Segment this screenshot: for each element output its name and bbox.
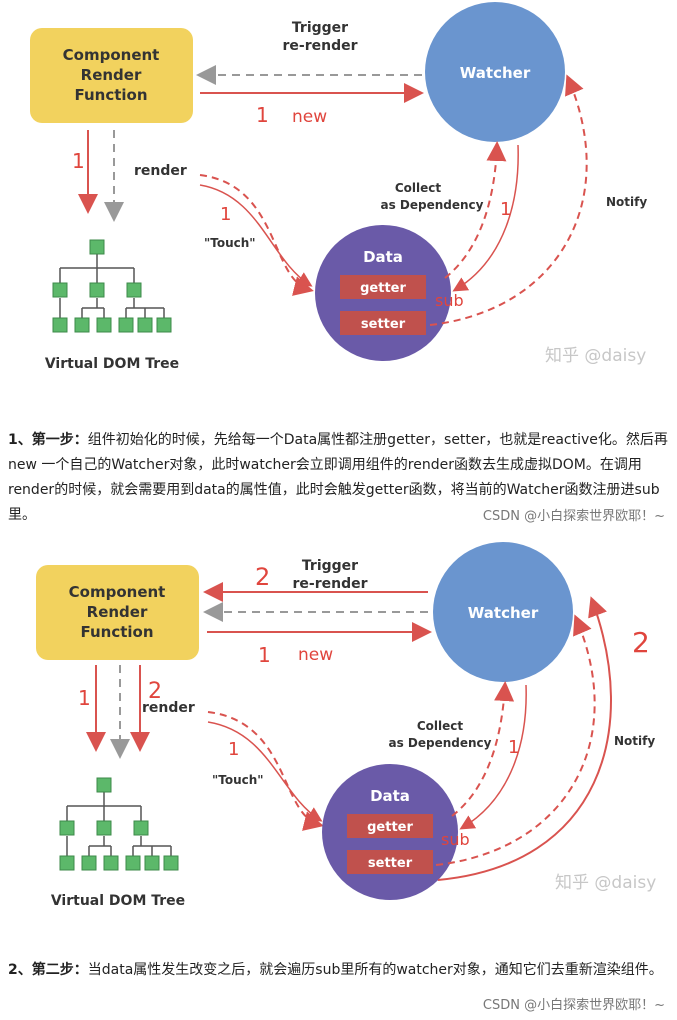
new-label: new [292,107,327,127]
notify-label: Notify [614,734,655,748]
sub-label: sub [435,291,464,310]
notify-arrow [435,614,596,866]
virtual-dom-tree-icon [52,239,172,333]
svg-text:Watcher: Watcher [468,604,539,622]
svg-text:Component: Component [63,46,160,64]
handwritten-mark: 1 [220,204,231,225]
notify-label: Notify [606,195,647,209]
touch-arrow-dashed [207,711,324,831]
render-label: render [134,163,187,179]
notify-arrow-solid [437,596,612,881]
svg-text:Render: Render [87,603,148,621]
handwritten-mark: 1 [508,737,519,758]
collect-dependency-arrow [444,141,507,279]
svg-text:Watcher: Watcher [460,64,531,82]
touch-arrow-dashed [199,174,314,296]
source-credit: CSDN @小白探索世界欧耶！~ [482,509,665,524]
touch-arrow-solid [199,184,313,287]
handwritten-mark: 2 [255,563,270,591]
setter-badge: setter [368,856,413,871]
dependency-label: as Dependency [389,736,492,750]
touch-label: "Touch" [212,773,264,787]
source-credit: CSDN @小白探索世界欧耶！~ [482,998,665,1013]
handwritten-mark: 1 [256,103,269,127]
virtual-dom-tree-icon [59,777,179,871]
watermark: 知乎 @daisy [555,873,656,893]
dependency-label: as Dependency [381,198,484,212]
rerender-label: re-render [293,576,368,592]
caption-step-2: 2、第二步：当data属性发生改变之后，就会遍历sub里所有的watcher对象… [8,962,663,978]
component-render-function-box: Component Render Function [36,565,199,660]
watcher-node: Watcher [433,542,573,682]
touch-label: "Touch" [204,236,256,250]
getter-badge: getter [367,820,413,835]
data-node: Data getter setter [315,225,451,361]
svg-text:Data: Data [370,787,410,805]
svg-text:Component: Component [69,583,166,601]
diagram-step-1: Component Render Function Watcher Trigge… [0,0,677,395]
touch-arrow-solid [207,721,323,822]
collect-solid-arrow [459,684,527,830]
handwritten-mark: 1 [258,643,271,667]
collect-solid-arrow [452,144,519,292]
notify-arrow [429,74,588,326]
virtual-dom-label: Virtual DOM Tree [51,893,185,909]
trigger-label: Trigger [292,20,348,36]
collect-label: Collect [417,719,464,733]
collect-label: Collect [395,181,442,195]
setter-badge: setter [361,317,406,332]
svg-text:Function: Function [74,86,147,104]
handwritten-mark: 2 [148,679,162,704]
getter-badge: getter [360,281,406,296]
component-render-function-box: Component Render Function [30,28,193,123]
diagram-step-2: Component Render Function Watcher Trigge… [0,540,677,940]
handwritten-mark: 1 [228,739,239,760]
rerender-label: re-render [283,38,358,54]
caption-step-1: 1、第一步：组件初始化的时候，先给每一个Data属性都注册getter，sett… [8,432,668,523]
trigger-label: Trigger [302,558,358,574]
svg-text:Render: Render [81,66,142,84]
data-node: Data getter setter [322,764,458,900]
watermark: 知乎 @daisy [545,346,646,366]
watcher-node: Watcher [425,2,565,142]
handwritten-mark: 1 [500,199,511,220]
render-label: render [142,700,195,716]
collect-dependency-arrow [451,681,515,817]
handwritten-mark: 1 [72,149,85,173]
handwritten-mark: 1 [78,686,91,710]
handwritten-mark: 2 [632,626,650,659]
sub-label: sub [441,830,470,849]
svg-text:Data: Data [363,248,403,266]
virtual-dom-label: Virtual DOM Tree [45,356,179,372]
svg-text:Function: Function [80,623,153,641]
new-label: new [298,645,333,665]
